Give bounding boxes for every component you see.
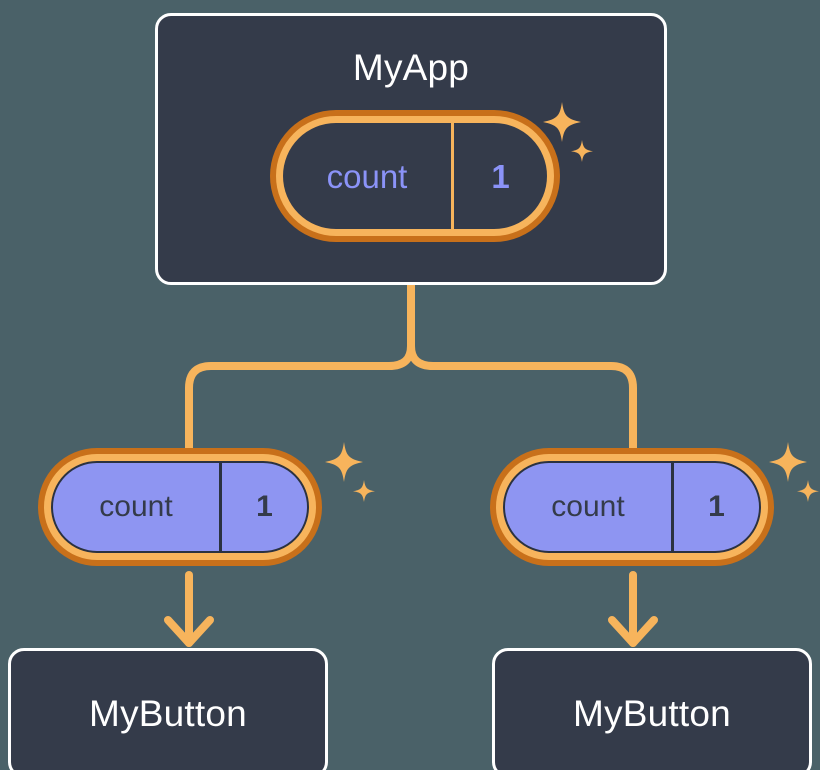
state-key-cell: count [283,123,451,229]
state-key-label: count [326,157,408,195]
state-pill-child-0[interactable]: count 1 [38,448,322,566]
pill-inner-ring: count 1 [496,454,768,560]
pill-body: count 1 [51,461,309,553]
state-key-label: count [551,490,625,523]
state-value-cell: 1 [451,123,547,229]
sparkle-icon-child-0 [325,442,375,502]
component-label-myapp: MyApp [352,47,470,88]
state-pill-root[interactable]: count 1 [270,110,560,242]
state-pill-child-1[interactable]: count 1 [490,448,774,566]
state-value-label: 1 [491,157,510,195]
state-key-cell: count [53,463,219,551]
pill-outer-ring: count 1 [270,110,560,242]
component-label-mybutton-1: MyButton [573,692,731,734]
component-card-mybutton-0[interactable]: MyButton [8,648,328,770]
state-key-label: count [99,490,173,523]
pill-body: count 1 [503,461,761,553]
component-label-mybutton-0: MyButton [89,692,247,734]
pill-outer-ring: count 1 [490,448,774,566]
state-value-cell: 1 [671,463,759,551]
connector-branch-right [407,342,637,452]
arrow-down-icon-right [608,571,658,647]
pill-outer-ring: count 1 [38,448,322,566]
component-card-mybutton-1[interactable]: MyButton [492,648,812,770]
state-key-cell: count [505,463,671,551]
pill-inner-ring: count 1 [276,116,554,236]
connector-branch-left [185,342,415,452]
state-value-cell: 1 [219,463,307,551]
arrow-down-icon-left [164,571,214,647]
state-value-label: 1 [708,490,725,523]
state-value-label: 1 [256,490,273,523]
pill-body: count 1 [283,123,547,229]
pill-inner-ring: count 1 [44,454,316,560]
